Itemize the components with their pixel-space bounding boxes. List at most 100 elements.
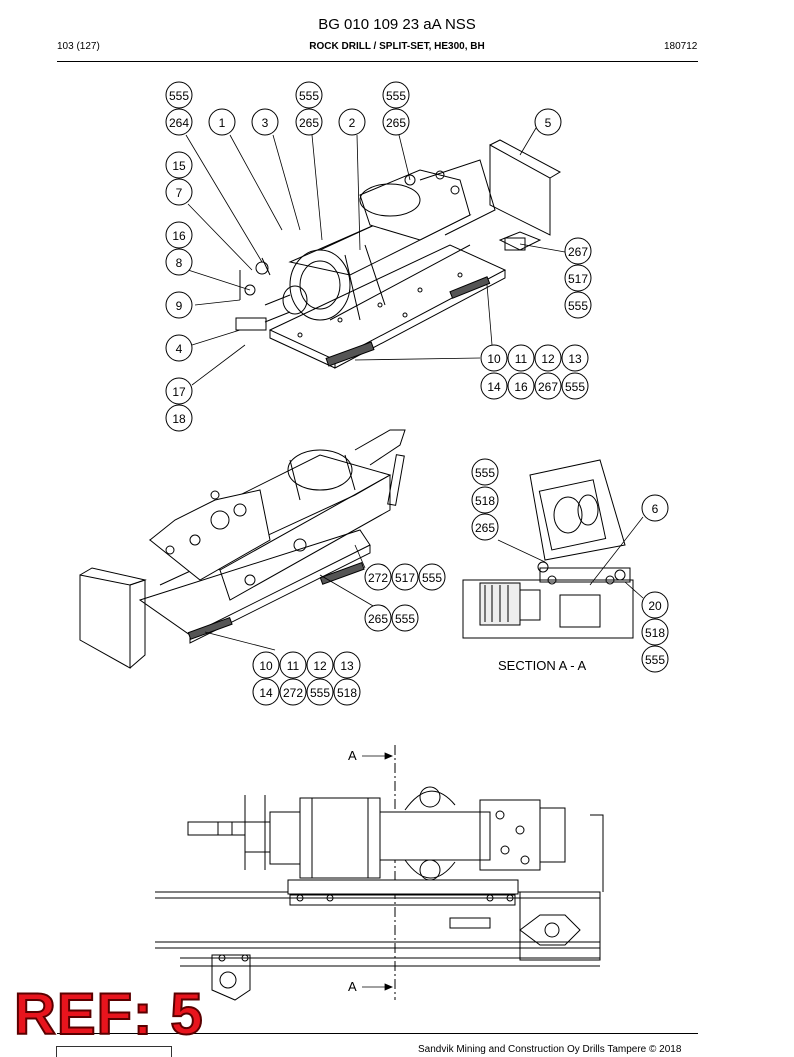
- callout-number: 265: [386, 116, 406, 130]
- section-view: [462, 459, 634, 639]
- callout-balloon: 265: [295, 108, 323, 136]
- middle-assembly-view: [79, 429, 406, 669]
- callout-number: 555: [568, 299, 588, 313]
- callout-balloon: 272: [364, 563, 392, 591]
- page-reference: 103 (127): [57, 41, 100, 52]
- callout-number: 16: [172, 229, 186, 243]
- callout-balloon: 265: [471, 513, 499, 541]
- section-leader-lines: [497, 516, 644, 599]
- part-title: ROCK DRILL / SPLIT-SET, HE300, BH: [309, 41, 485, 52]
- callout-number: 10: [259, 659, 273, 673]
- callout-number: 265: [299, 116, 319, 130]
- callout-number: 11: [515, 352, 528, 366]
- callout-number: 264: [169, 116, 189, 130]
- callout-balloon: 555: [165, 81, 193, 109]
- callout-balloon: 518: [641, 618, 669, 646]
- callout-number: 20: [648, 599, 662, 613]
- callout-balloon: 9: [165, 291, 193, 319]
- callout-balloon: 6: [641, 494, 669, 522]
- callout-number: 5: [545, 116, 552, 130]
- callout-balloon: 4: [165, 334, 193, 362]
- callout-balloon: 12: [534, 344, 562, 372]
- callout-number: 272: [368, 571, 388, 585]
- callout-number: 1: [219, 116, 226, 130]
- callout-number: 555: [645, 653, 665, 667]
- callout-number: 555: [386, 89, 406, 103]
- callout-number: 265: [368, 612, 388, 626]
- callout-balloon: 5: [534, 108, 562, 136]
- document-code: 180712: [664, 41, 698, 52]
- footer-rule: [57, 1033, 698, 1034]
- footer-copyright: Sandvik Mining and Construction Oy Drill…: [418, 1044, 682, 1055]
- callout-number: 9: [176, 299, 183, 313]
- callout-number: 12: [541, 352, 555, 366]
- callout-balloon: 2: [338, 108, 366, 136]
- callout-number: 14: [487, 380, 501, 394]
- callout-balloon: 7: [165, 178, 193, 206]
- top-leader-lines: [185, 127, 566, 386]
- callout-number: 555: [310, 686, 330, 700]
- callout-number: 518: [337, 686, 357, 700]
- callout-balloon: 555: [418, 563, 446, 591]
- callout-number: 555: [475, 466, 495, 480]
- side-view: [155, 745, 604, 1001]
- callout-number: 11: [287, 659, 300, 673]
- callout-number: 8: [176, 256, 183, 270]
- callout-number: 555: [169, 89, 189, 103]
- callout-balloon: 14: [252, 678, 280, 706]
- callout-number: 15: [172, 159, 186, 173]
- section-title: SECTION A - A: [498, 658, 586, 673]
- callout-balloon: 272: [279, 678, 307, 706]
- section-markers: [362, 752, 394, 991]
- callout-balloon: 18: [165, 404, 193, 432]
- callout-number: 555: [299, 89, 319, 103]
- callout-balloon: 13: [333, 651, 361, 679]
- callout-balloon: 12: [306, 651, 334, 679]
- callout-balloon: 11: [279, 651, 307, 679]
- callout-number: 555: [565, 380, 585, 394]
- callout-balloon: 14: [480, 372, 508, 400]
- section-marker-top: A: [348, 748, 357, 763]
- callout-balloon: 555: [382, 81, 410, 109]
- callout-balloon: 11: [507, 344, 535, 372]
- callout-number: 12: [313, 659, 327, 673]
- callout-balloon: 555: [391, 604, 419, 632]
- header-rule: [57, 61, 698, 62]
- top-assembly-view: [235, 139, 562, 369]
- callout-balloon: 518: [333, 678, 361, 706]
- brand-logo: [56, 1046, 172, 1057]
- callout-number: 272: [283, 686, 303, 700]
- callout-balloon: 16: [507, 372, 535, 400]
- callout-number: 518: [645, 626, 665, 640]
- callout-balloon: 20: [641, 591, 669, 619]
- callout-number: 6: [652, 502, 659, 516]
- callout-number: 267: [538, 380, 558, 394]
- callout-number: 555: [395, 612, 415, 626]
- callout-balloon: 265: [364, 604, 392, 632]
- callout-number: 13: [340, 659, 354, 673]
- callout-number: 7: [176, 186, 183, 200]
- callout-balloon: 555: [641, 645, 669, 673]
- callout-balloon: 3: [251, 108, 279, 136]
- callout-number: 17: [172, 385, 186, 399]
- section-marker-bottom: A: [348, 979, 357, 994]
- reference-stamp: REF: 5: [13, 982, 204, 1047]
- callout-balloon: 264: [165, 108, 193, 136]
- callout-number: 3: [262, 116, 269, 130]
- callout-balloon: 555: [306, 678, 334, 706]
- document-title: BG 010 109 23 aA NSS: [318, 16, 476, 33]
- callout-number: 517: [568, 272, 588, 286]
- callout-number: 518: [475, 494, 495, 508]
- callout-balloon: 555: [295, 81, 323, 109]
- callout-balloon: 555: [564, 291, 592, 319]
- callout-balloon: 267: [564, 237, 592, 265]
- callout-balloon: 517: [391, 563, 419, 591]
- callout-balloon: 10: [480, 344, 508, 372]
- callout-balloon: 555: [561, 372, 589, 400]
- callout-balloon: 518: [471, 486, 499, 514]
- middle-leader-lines: [204, 544, 381, 651]
- callout-number: 555: [422, 571, 442, 585]
- callout-number: 265: [475, 521, 495, 535]
- callout-number: 10: [487, 352, 501, 366]
